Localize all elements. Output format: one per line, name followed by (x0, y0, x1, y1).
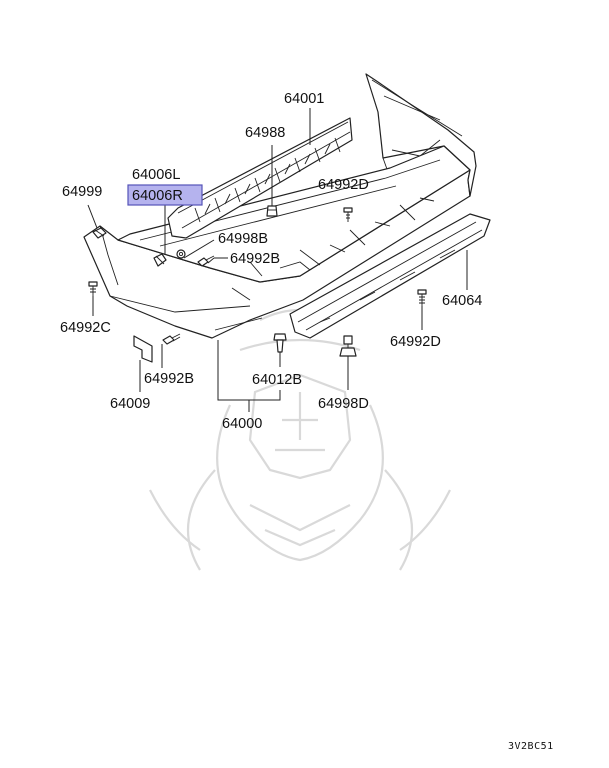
part-labels: 64001 64988 64006L 64006R 64999 64992D 6… (60, 91, 482, 432)
label-64992D-right: 64992D (390, 334, 441, 350)
label-64998B: 64998B (218, 231, 268, 247)
label-64012B: 64012B (252, 372, 302, 388)
bolt-64992C (88, 281, 98, 296)
step-pad-64064 (289, 213, 491, 339)
label-64009: 64009 (110, 396, 150, 412)
label-64992B-low: 64992B (144, 371, 194, 387)
label-64992D-top: 64992D (318, 177, 369, 193)
bracket-64009 (133, 335, 153, 363)
bolt-64992D-right (417, 289, 427, 306)
label-64064: 64064 (442, 293, 482, 309)
label-64999: 64999 (62, 184, 102, 200)
highlight-64006R (127, 184, 203, 206)
label-64000: 64000 (222, 416, 262, 432)
label-64992B-mid: 64992B (230, 251, 280, 267)
bolt-64992D-top (343, 207, 353, 222)
bolt-64992B-mid (197, 255, 215, 267)
reinforcement-64001 (167, 117, 353, 239)
nut-64998D (339, 335, 357, 357)
nut-64998B (176, 249, 186, 259)
leader-lines (87, 108, 468, 412)
label-64992C: 64992C (60, 320, 111, 336)
label-64006R: 64006R (132, 188, 183, 204)
label-64001: 64001 (284, 91, 324, 107)
label-64006L: 64006L (132, 167, 180, 183)
label-64988: 64988 (245, 125, 285, 141)
bracket-64006 (153, 253, 167, 267)
clip-64012B (273, 333, 287, 353)
label-64998D: 64998D (318, 396, 369, 412)
clip-64999 (92, 227, 107, 239)
bolt-64992B-low (162, 333, 181, 345)
diagram-code: 3V2BC51 (508, 741, 554, 752)
screw-64988 (266, 205, 278, 217)
watermark-emblem (149, 308, 451, 571)
